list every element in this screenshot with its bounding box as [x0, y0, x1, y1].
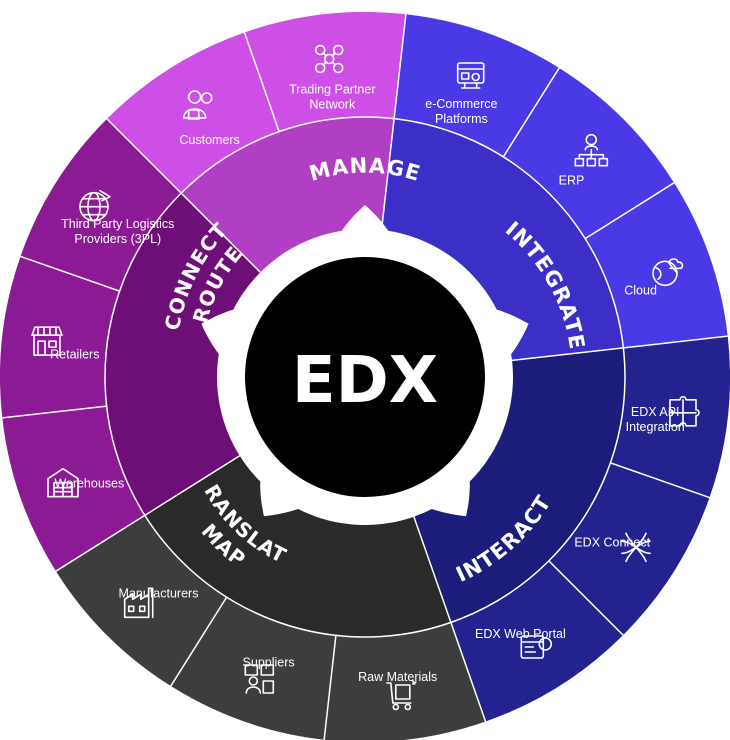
segment-label: Integration	[626, 420, 685, 434]
outer-divider	[55, 514, 146, 572]
outer-ring	[0, 12, 730, 740]
erp-icon	[574, 133, 609, 167]
segment-label: Third Party Logistics	[61, 217, 174, 231]
segment-label: Retailers	[50, 347, 99, 361]
outer-divider	[584, 182, 675, 240]
gear-hub: EDX	[201, 205, 529, 520]
segment-label: EDX Web Portal	[475, 627, 566, 641]
group-divider	[180, 192, 261, 273]
outer-divider	[2, 405, 107, 419]
outer-divider	[106, 118, 182, 194]
cart-icon	[385, 680, 417, 711]
segment-retailers: Retailers	[31, 326, 99, 361]
cloud-globe-icon	[652, 258, 684, 287]
segment-warehouses: Warehouses	[47, 467, 125, 498]
outer-segment-map	[324, 622, 486, 740]
segment-label: Cloud	[624, 284, 657, 298]
inner-band-connect	[105, 193, 261, 516]
customer-icon	[182, 90, 213, 120]
outer-segment-map	[170, 597, 336, 740]
segment-cloud: Cloud	[624, 258, 684, 298]
logistics-globe-icon	[79, 189, 111, 222]
segment-label: e-Commerce	[425, 97, 497, 111]
segment-edx-web-portal: EDX Web Portal	[475, 627, 566, 659]
warehouse-icon	[47, 467, 79, 498]
segment-label: Manufacturers	[119, 587, 199, 601]
storefront-icon	[31, 326, 63, 357]
segment-label: EDX API	[631, 405, 680, 419]
outer-segment-manage	[244, 12, 406, 132]
connect-lines-icon	[621, 532, 651, 563]
outer-segment-interact	[450, 560, 624, 722]
factory-icon	[123, 587, 154, 619]
segment-manufacturers: Manufacturers	[119, 587, 199, 619]
outer-divider	[243, 32, 280, 132]
segment-label: EDX Connect	[574, 535, 650, 549]
outer-divider	[393, 14, 407, 119]
segment-label: Suppliers	[243, 656, 295, 670]
segment-dividers	[2, 14, 728, 740]
outer-divider	[623, 335, 728, 349]
segment-raw-materials: Raw Materials	[358, 670, 437, 711]
outer-segment-connect	[2, 406, 145, 572]
supplier-icon	[244, 664, 275, 694]
segment-suppliers: Suppliers	[243, 656, 295, 694]
puzzle-icon	[669, 396, 700, 427]
network-icon	[314, 44, 344, 74]
ecommerce-icon	[456, 62, 485, 89]
segment-label: Platforms	[435, 112, 488, 126]
segment-label: Raw Materials	[358, 670, 437, 684]
segment-label: ERP	[559, 174, 585, 188]
outer-divider	[502, 67, 560, 158]
group-divider	[144, 455, 241, 516]
segment-label: Network	[309, 97, 356, 111]
outer-segment-manage	[106, 32, 280, 194]
group-divider	[413, 516, 452, 623]
inner-band-manage	[181, 117, 395, 273]
outer-segment-interact	[548, 462, 710, 636]
outer-divider	[20, 255, 120, 292]
outer-segment-integrate	[503, 67, 675, 239]
outer-divider	[610, 462, 710, 499]
outer-divider	[450, 622, 487, 722]
segment-label: Warehouses	[55, 476, 125, 490]
group-divider	[511, 347, 624, 362]
edx-hub-circle	[245, 257, 485, 497]
segment-label: Trading Partner	[289, 82, 375, 96]
outer-divider	[323, 635, 337, 740]
edx-center-label: EDX	[292, 344, 438, 418]
outer-segment-connect	[20, 118, 182, 292]
segment-label: Providers (3PL)	[74, 232, 161, 246]
segment-customers: Customers	[179, 90, 240, 147]
outer-divider	[170, 596, 228, 687]
web-portal-icon	[520, 635, 553, 659]
outer-segment-map	[55, 515, 227, 687]
group-divider	[380, 118, 395, 231]
inner-ring	[105, 117, 626, 638]
inner-band-integrate	[381, 118, 624, 361]
inner-band-map	[144, 455, 451, 638]
segment-edx-connect: EDX Connect	[574, 532, 651, 563]
segment-erp: ERP	[559, 133, 609, 188]
segment-label: Customers	[179, 133, 239, 147]
inner-band-interact	[413, 347, 626, 623]
middle-ring-line	[104, 116, 626, 638]
outer-divider	[548, 560, 624, 636]
